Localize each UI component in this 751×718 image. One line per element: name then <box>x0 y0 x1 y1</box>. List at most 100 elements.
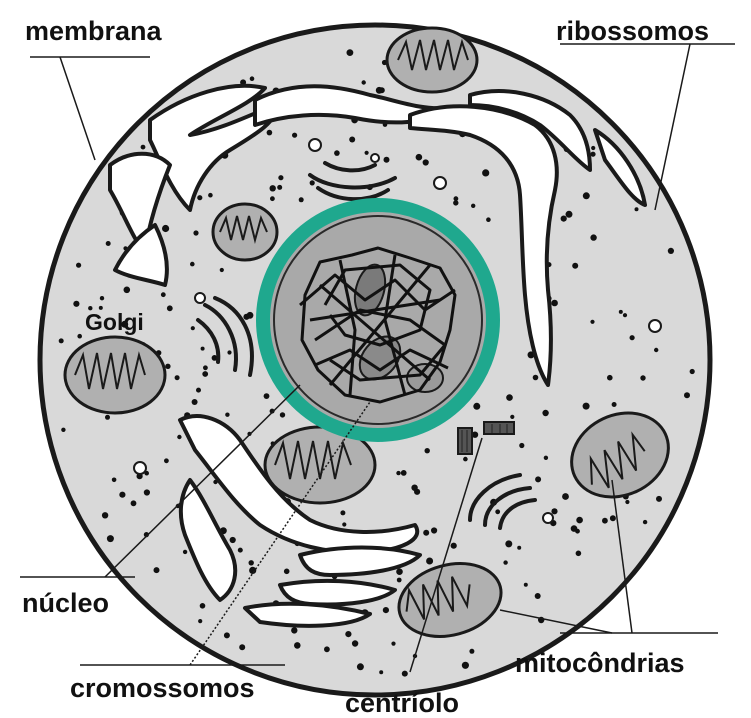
ribosome-dot <box>510 415 514 419</box>
ribosome-dot <box>451 543 457 549</box>
ribosome-dot <box>239 644 245 650</box>
ribosome-dot <box>524 583 528 587</box>
ribosome-dot <box>197 195 202 200</box>
ribosome-dot <box>190 262 195 267</box>
ribosome-dot <box>247 312 254 319</box>
ribosome-dot <box>141 145 146 150</box>
ribosome-dot <box>324 646 330 652</box>
ribosome-dot <box>684 392 690 398</box>
ribosome-dot <box>227 350 231 354</box>
ribosome-dot <box>112 478 117 483</box>
ribosome-dot <box>345 631 351 637</box>
ribosome-dot <box>106 241 111 246</box>
ribosome-dot <box>280 412 285 417</box>
label-ribossomos: ribossomos <box>556 16 709 46</box>
ribosome-dot <box>357 663 364 670</box>
ribosome-dot <box>102 512 108 518</box>
label-membrana: membrana <box>25 16 163 46</box>
ribosome-dot <box>425 448 430 453</box>
ribosome-dot <box>383 607 389 613</box>
ribosome-dot <box>391 642 395 646</box>
ribosome-dot <box>292 133 297 138</box>
ribosome-dot <box>352 640 358 646</box>
label-golgi: Golgi <box>85 309 144 335</box>
ribosome-dot <box>379 87 385 93</box>
ribosome-dot <box>623 313 627 317</box>
ribosome-dot <box>635 207 639 211</box>
ribosome-dot <box>473 403 480 410</box>
ribosome-dot <box>590 320 594 324</box>
ribosome-dot <box>164 458 169 463</box>
ribosome-dot <box>551 300 558 307</box>
ribosome-dot <box>278 175 283 180</box>
ribosome-dot <box>342 522 346 526</box>
ribosome-dot <box>630 335 635 340</box>
ribosome-dot <box>463 457 468 462</box>
ribosome-dot <box>544 456 548 460</box>
ribosome-dot <box>462 662 469 669</box>
ribosome-dot <box>196 388 201 393</box>
ribosome-dot <box>201 347 205 351</box>
ribosome-dot <box>643 520 647 524</box>
ribosome-dot <box>73 301 79 307</box>
ribosome-dot <box>349 137 355 143</box>
ribosome-dot <box>76 263 81 268</box>
ribosome-dot <box>61 428 65 432</box>
ribosome-dot <box>124 287 131 294</box>
ribosome-dot <box>503 560 507 564</box>
ribosome-dot <box>379 670 383 674</box>
ribosome-dot <box>177 435 181 439</box>
ribosome-dot <box>131 500 137 506</box>
ribosome-dot <box>270 196 275 201</box>
ribosome-dot <box>175 375 180 380</box>
ribosome-dot <box>517 546 521 550</box>
ribosome-dot <box>238 548 243 553</box>
ribosome-dot <box>365 151 369 155</box>
ribosome-dot <box>416 154 423 161</box>
ribosome-dot <box>225 413 229 417</box>
ribosome-dot <box>656 496 662 502</box>
label-cromossomos: cromossomos <box>70 673 255 703</box>
ribosome-dot <box>291 627 297 633</box>
ribosome-dot <box>299 197 304 202</box>
ribosome-dot <box>59 338 64 343</box>
label-centriolo: centríolo <box>345 688 459 718</box>
ribosome-dot <box>575 529 580 534</box>
ribosome-dot <box>165 364 170 369</box>
ribosome-dot <box>533 375 539 381</box>
label-nucleo: núcleo <box>22 588 109 618</box>
ribosome-dot <box>144 489 150 495</box>
ribosome-dot <box>576 517 583 524</box>
ribosome-dot <box>542 410 548 416</box>
ribosome-dot <box>396 568 403 575</box>
ribosome-dot <box>590 152 595 157</box>
mitochondrion-left <box>65 337 165 413</box>
ribosome-dot <box>625 500 629 504</box>
ribosome-dot <box>535 476 541 482</box>
ribosome-dot <box>107 535 114 542</box>
ribosome-dot <box>208 193 213 198</box>
ribosome-dot <box>590 234 596 240</box>
ribosome-dot <box>583 403 590 410</box>
ribosome-dot <box>591 146 595 150</box>
ribosome-dot <box>310 180 315 185</box>
ribosome-dot <box>267 130 273 136</box>
ribosome-dot <box>224 632 230 638</box>
nucleus <box>263 205 493 435</box>
ribosome-dot <box>384 157 390 163</box>
ribosome-dot <box>486 217 491 222</box>
ribosome-dot <box>202 371 208 377</box>
ribosome-dot <box>423 530 429 536</box>
ribosome-dot <box>203 365 208 370</box>
ribosome-dot <box>249 560 254 565</box>
ribosome-dot <box>401 470 407 476</box>
ribosome-dot <box>505 540 512 547</box>
ribosome-dot <box>562 493 569 500</box>
ribosome-dot <box>469 649 474 654</box>
ribosome-dot <box>423 159 429 165</box>
ribosome-dot <box>561 216 567 222</box>
ribosome-dot <box>426 558 433 565</box>
mitochondrion-upper-left <box>213 204 277 260</box>
ribosome-dot <box>495 509 500 514</box>
